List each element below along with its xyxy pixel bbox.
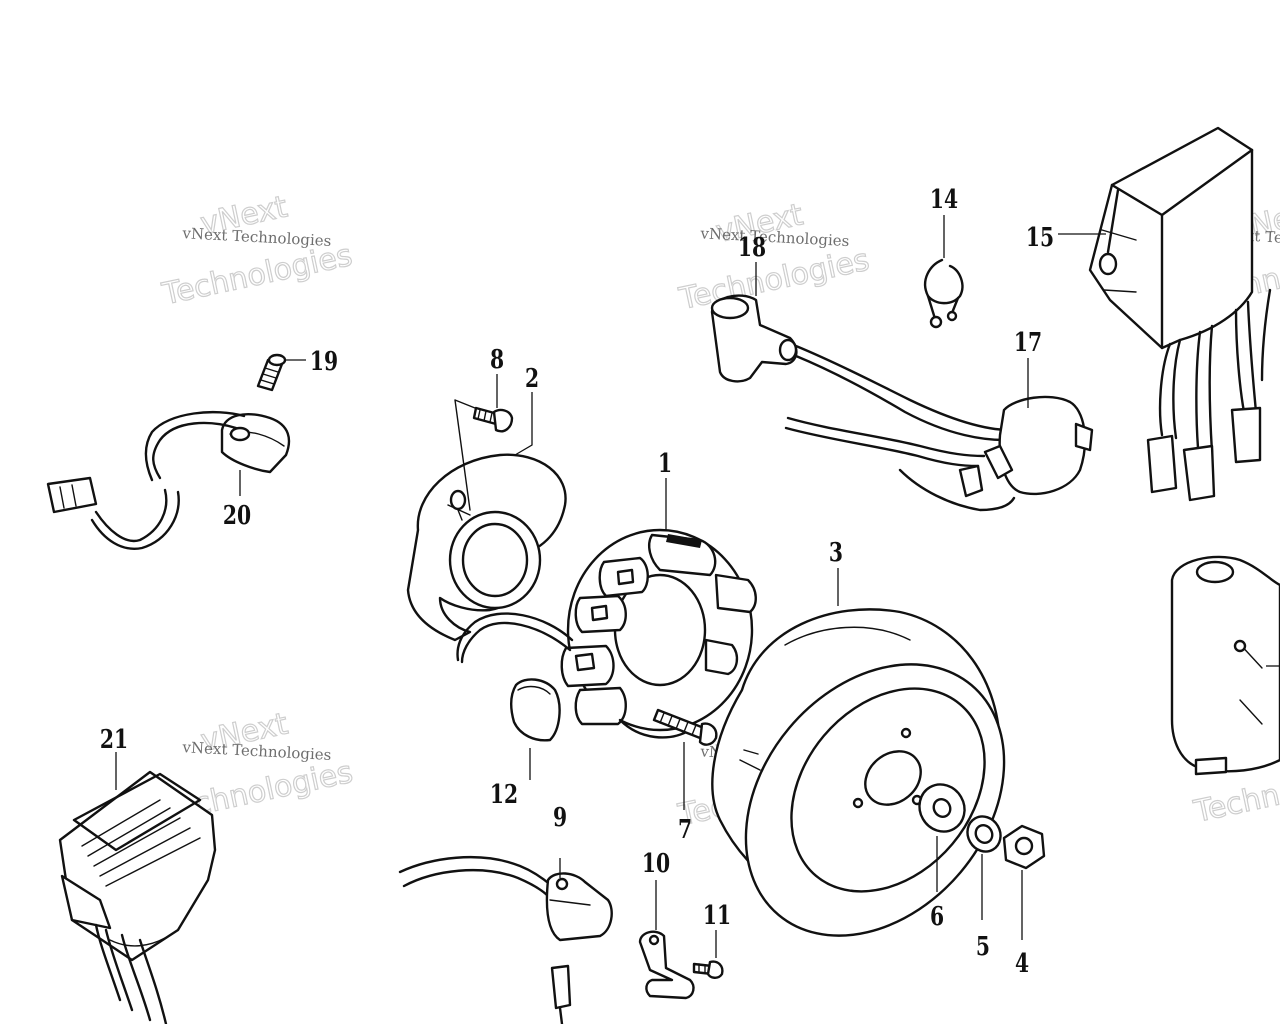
- callout-8: 8: [490, 345, 504, 375]
- part-17-ignition-coil: [784, 344, 1094, 512]
- callout-2: 2: [525, 364, 539, 394]
- part-10-bracket: [638, 880, 695, 1000]
- callout-17: 17: [1014, 328, 1042, 358]
- part-5-lock-washer: [966, 815, 1002, 920]
- callout-12: 12: [490, 780, 518, 810]
- part-14-clip: [923, 215, 964, 329]
- watermark-word: Technologies: [159, 238, 356, 313]
- callout-21: 21: [100, 725, 128, 755]
- callout-18: 18: [738, 233, 766, 263]
- callout-7: 7: [678, 815, 692, 845]
- part-9-pickup: [398, 855, 613, 1024]
- part-11-screw: [692, 930, 724, 979]
- watermark-top-center: vNext vNext Technologies Technologies: [675, 197, 873, 318]
- callout-20: 20: [223, 501, 251, 531]
- callout-4: 4: [1015, 949, 1029, 979]
- callout-9: 9: [553, 803, 567, 833]
- part-8-bolt: [472, 406, 514, 433]
- part-19-screw: [256, 353, 287, 392]
- watermark-text: vNext Technologies: [181, 738, 332, 764]
- callout-11: 11: [703, 901, 731, 931]
- part-12-grommet: [510, 678, 561, 780]
- part-3-flywheel: [711, 608, 1006, 937]
- part-1-stator: [456, 528, 757, 739]
- part-ignition-coil-right: [1170, 555, 1280, 776]
- callout-19: 19: [310, 347, 338, 377]
- callout-5: 5: [976, 932, 990, 962]
- part-7-screw: [652, 708, 718, 810]
- part-20-sensor: [220, 413, 291, 474]
- part-4-nut: [1002, 824, 1046, 940]
- part-21-regulator: [58, 752, 217, 1024]
- part-18-plug-cap: [710, 262, 798, 383]
- part-20-cable: [46, 411, 246, 550]
- callout-1: 1: [658, 449, 672, 479]
- callout-10: 10: [642, 849, 670, 879]
- callout-14: 14: [930, 185, 958, 215]
- watermark-top-left: vNext vNext Technologies Technologies: [158, 189, 356, 313]
- part-2-base-plate: [406, 399, 567, 642]
- part-6-washer: [918, 783, 966, 892]
- callout-3: 3: [829, 538, 843, 568]
- callout-6: 6: [930, 902, 944, 932]
- callout-15: 15: [1026, 223, 1054, 253]
- watermark-word: Technologies: [676, 243, 873, 318]
- part-15-cdi-unit: [1058, 126, 1272, 502]
